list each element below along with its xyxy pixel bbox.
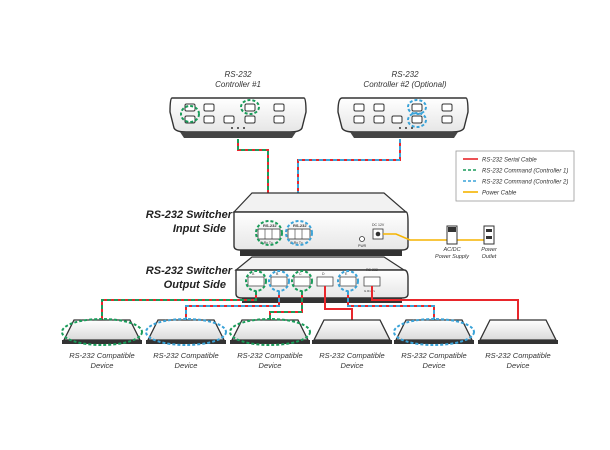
input-port-2-highlight — [285, 220, 313, 246]
controller-2-highlights — [407, 99, 427, 128]
device-6-line1: RS-232 Compatible — [485, 351, 550, 360]
power-supply-line2: Power Supply — [435, 254, 470, 260]
device-4: RS-232 Compatible Device — [312, 319, 392, 370]
controller-1: RS-232 Controller #1 — [169, 70, 307, 138]
input-side-title-line1: RS-232 Switcher — [146, 209, 233, 221]
svg-text:G Rx Tx: G Rx Tx — [364, 289, 375, 293]
controller-2-base — [350, 132, 458, 138]
device-2-line2: Device — [175, 361, 198, 370]
input-port-1-highlight — [255, 220, 283, 246]
device-5-highlight — [393, 318, 475, 346]
power-supply-icon — [446, 225, 458, 245]
device-6: RS-232 Compatible Device — [478, 319, 558, 370]
input-port-1-label: RS-232 — [263, 223, 277, 228]
controller-2-buttons — [353, 103, 453, 124]
device-3-highlight — [229, 318, 311, 346]
controller-2-line2: Controller #2 (Optional) — [363, 80, 446, 89]
switcher-input-side: RS-232 Switcher Input Side RS-232 G Rx T… — [146, 192, 409, 256]
controller-1-line1: RS-232 — [224, 70, 252, 79]
device-3-line1: RS-232 Compatible — [237, 351, 302, 360]
device-6-line2: Device — [507, 361, 530, 370]
dc-label: DC 12V — [372, 223, 385, 227]
controller-2-body — [337, 97, 469, 133]
power-supply-line1: AC/DC — [442, 247, 460, 253]
svg-text:RS-232: RS-232 — [366, 268, 378, 272]
controller-1-body — [169, 97, 307, 133]
legend-label-serial: RS-232 Serial Cable — [482, 158, 537, 164]
device-3: RS-232 Compatible Device — [229, 318, 311, 370]
device-3-line2: Device — [259, 361, 282, 370]
device-4-line2: Device — [341, 361, 364, 370]
controller-2: RS-232 Controller #2 (Optional) — [337, 70, 469, 138]
legend-label-controller1: RS-232 Command (Controller 1) — [482, 169, 568, 175]
device-1-line1: RS-232 Compatible — [69, 351, 134, 360]
input-port-2-pins: G Rx Tx — [290, 241, 303, 245]
device-1: RS-232 Compatible Device — [61, 318, 143, 370]
svg-text:A: A — [252, 272, 255, 276]
device-2-highlight — [145, 318, 227, 346]
pwr-label: PWR — [358, 244, 367, 248]
controller-1-line2: Controller #1 — [215, 80, 261, 89]
legend-label-power: Power Cable — [482, 191, 517, 197]
power-outlet-icon — [483, 225, 495, 245]
device-2-line1: RS-232 Compatible — [153, 351, 218, 360]
output-box-top — [234, 256, 407, 271]
device-2: RS-232 Compatible Device — [145, 318, 227, 370]
svg-text:D: D — [322, 272, 325, 276]
legend: RS-232 Serial Cable RS-232 Command (Cont… — [455, 150, 575, 202]
output-box-base — [242, 298, 402, 303]
device-1-line2: Device — [91, 361, 114, 370]
svg-text:B: B — [276, 272, 279, 276]
pwr-led — [359, 236, 365, 242]
power-outlet-line1: Power — [481, 247, 498, 253]
output-cables — [101, 286, 519, 320]
power-section: AC/DC Power Supply Power Outlet — [383, 225, 498, 260]
input-side-title-line2: Input Side — [173, 223, 226, 235]
device-5: RS-232 Compatible Device — [393, 318, 475, 370]
device-5-line2: Device — [423, 361, 446, 370]
input-port-2-label: RS-232 — [293, 223, 307, 228]
device-5-line1: RS-232 Compatible — [401, 351, 466, 360]
controller-1-highlights — [180, 99, 260, 123]
svg-text:E: E — [345, 272, 348, 276]
controller-cables — [237, 139, 401, 220]
controller-2-line1: RS-232 — [391, 70, 419, 79]
legend-label-controller2: RS-232 Command (Controller 2) — [482, 180, 568, 186]
power-outlet-line2: Outlet — [482, 254, 497, 260]
device-4-line1: RS-232 Compatible — [319, 351, 384, 360]
power-cable-1 — [383, 233, 448, 241]
svg-text:C: C — [299, 272, 302, 276]
input-port-1-pins: G Rx Tx — [260, 241, 273, 245]
device-1-highlight — [61, 318, 143, 346]
input-box-base — [240, 250, 402, 256]
output-side-title-line1: RS-232 Switcher — [146, 265, 233, 277]
output-side-title-line2: Output Side — [164, 279, 226, 291]
controller-1-base — [180, 132, 296, 138]
switcher-output-side: RS-232 Switcher Output Side A B C D E RS… — [146, 256, 409, 303]
input-box-top — [232, 192, 408, 213]
